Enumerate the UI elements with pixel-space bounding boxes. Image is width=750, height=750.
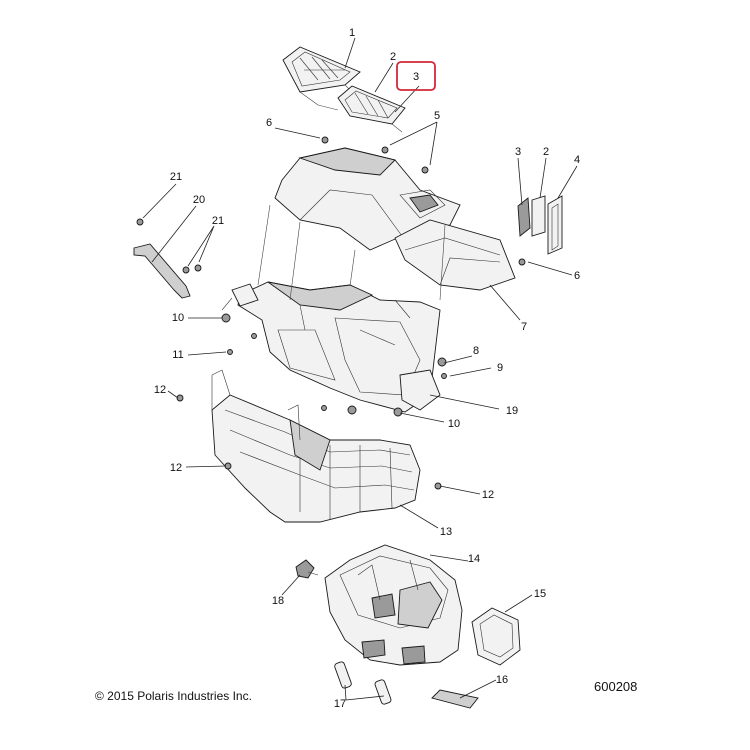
callout-10-left: 10 — [172, 312, 184, 324]
callout-1: 1 — [349, 27, 355, 39]
part-17-clips — [334, 661, 392, 705]
callout-8: 8 — [473, 345, 479, 357]
callout-7: 7 — [521, 321, 527, 333]
callout-4: 4 — [574, 154, 580, 166]
callout-17: 17 — [334, 698, 346, 710]
callout-2-side: 2 — [543, 146, 549, 158]
middle-housing — [231, 281, 441, 413]
callout-3-highlighted: 3 — [413, 71, 419, 83]
callout-14: 14 — [468, 553, 480, 565]
upper-duct — [274, 147, 516, 291]
callout-15: 15 — [534, 588, 546, 600]
callout-6-right: 6 — [574, 270, 580, 282]
callout-10-right: 10 — [448, 418, 460, 430]
callout-20: 20 — [193, 194, 205, 206]
part-16-pad — [431, 689, 479, 709]
callout-11: 11 — [172, 349, 183, 361]
part-1-grille — [282, 46, 361, 106]
callout-21-bottom: 21 — [212, 215, 224, 227]
callout-13: 13 — [440, 526, 452, 538]
part-13-airbox — [211, 369, 421, 523]
part-15-seal — [471, 607, 521, 666]
diagram-code: 600208 — [594, 679, 637, 694]
callout-numbers: 1 2 3 5 6 3 2 4 21 20 21 6 7 10 11 8 9 1… — [154, 27, 580, 710]
part-2-3-filter — [317, 85, 406, 133]
callout-16: 16 — [496, 674, 508, 686]
callout-21-top: 21 — [170, 171, 182, 183]
fasteners — [136, 136, 526, 490]
part-14-housing — [324, 544, 463, 666]
part-18-knob — [295, 559, 319, 579]
highlight-box — [396, 61, 436, 91]
part-20-bracket — [133, 243, 191, 299]
side-strips — [517, 195, 563, 255]
copyright-text: © 2015 Polaris Industries Inc. — [95, 689, 252, 703]
callout-12-a: 12 — [154, 384, 166, 396]
callout-5: 5 — [434, 110, 440, 122]
callout-18: 18 — [272, 595, 284, 607]
callout-12-c: 12 — [482, 489, 494, 501]
callout-19: 19 — [506, 405, 518, 417]
callout-2: 2 — [390, 51, 396, 63]
callout-12-b: 12 — [170, 462, 182, 474]
callout-3-side: 3 — [515, 146, 521, 158]
callout-9: 9 — [497, 362, 503, 374]
callout-6-top: 6 — [266, 117, 272, 129]
